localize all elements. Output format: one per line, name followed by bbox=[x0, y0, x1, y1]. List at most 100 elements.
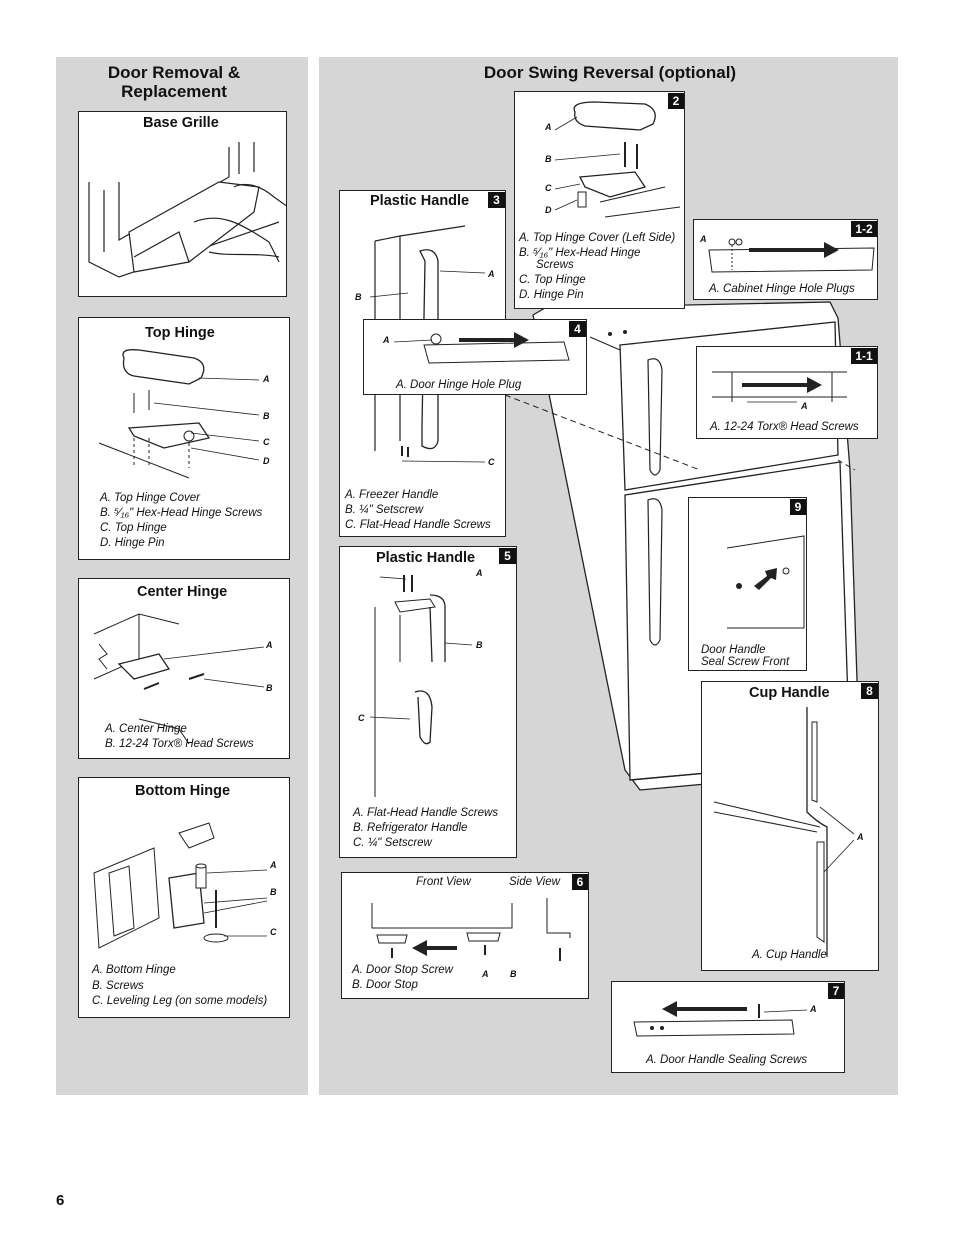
step-7-figure: 7 A A. Door Handle Sealing Screws bbox=[611, 981, 845, 1073]
step-7-caption: A. Door Handle Sealing Screws bbox=[646, 1054, 808, 1066]
center-hinge-figure: Center Hinge A B A. Center Hinge B. 12-2… bbox=[78, 578, 290, 759]
step-5-illustration bbox=[369, 575, 473, 797]
page-number: 6 bbox=[56, 1192, 65, 1209]
step-1-2-caption: A. Cabinet Hinge Hole Plugs bbox=[709, 283, 855, 295]
step-3-caption-3: C. Flat-Head Handle Screws bbox=[345, 519, 491, 531]
step-9-caption-1: Door Handle bbox=[701, 644, 766, 656]
bottom-hinge-caption-1: A. Bottom Hinge bbox=[92, 964, 176, 976]
step-2-caption-4: C. Top Hinge bbox=[519, 274, 586, 286]
step-6-figure: 6 Front View Side View A B A. Door Stop … bbox=[341, 872, 589, 999]
step-2-illustration bbox=[554, 101, 681, 218]
center-hinge-label-b: B bbox=[266, 683, 273, 693]
step-6-side-view: Side View bbox=[509, 876, 560, 888]
step-2-label-c: C bbox=[545, 183, 552, 193]
step-6-caption-2: B. Door Stop bbox=[352, 979, 418, 991]
bottom-hinge-label-b: B bbox=[270, 887, 277, 897]
step-4-caption: A. Door Hinge Hole Plug bbox=[396, 379, 522, 391]
step-6-number: 6 bbox=[572, 874, 588, 890]
step-2-label-b: B bbox=[545, 154, 552, 164]
step-5-number: 5 bbox=[499, 548, 516, 564]
base-grille-illustration bbox=[88, 142, 286, 278]
bottom-hinge-illustration bbox=[93, 822, 268, 949]
step-3-title: Plastic Handle bbox=[370, 193, 470, 209]
bottom-hinge-caption-2: B. Screws bbox=[92, 980, 144, 992]
top-hinge-label-a: A bbox=[263, 374, 270, 384]
center-hinge-label-a: A bbox=[266, 640, 273, 650]
step-1-1-illustration bbox=[712, 371, 847, 403]
step-2-caption-1: A. Top Hinge Cover (Left Side) bbox=[519, 232, 676, 244]
step-1-1-figure: 1-1 A A. 12-24 Torx® Head Screws bbox=[696, 346, 878, 439]
right-panel-title: Door Swing Reversal (optional) bbox=[483, 63, 737, 82]
step-5-label-c: C bbox=[358, 713, 365, 723]
step-1-1-caption: A. 12-24 Torx® Head Screws bbox=[710, 421, 859, 433]
top-hinge-figure: Top Hinge A B C D A. Top Hinge Cover B. … bbox=[78, 317, 290, 560]
step-7-label-a: A bbox=[810, 1004, 817, 1014]
step-8-caption: A. Cup Handle bbox=[752, 949, 827, 961]
base-grille-title: Base Grille bbox=[143, 115, 219, 131]
step-2-label-a: A bbox=[545, 122, 552, 132]
step-9-caption-2: Seal Screw Front bbox=[701, 656, 790, 668]
step-7-number: 7 bbox=[828, 983, 844, 999]
base-grille-figure: Base Grille bbox=[78, 111, 287, 297]
step-3-label-b: B bbox=[355, 292, 362, 302]
step-2-caption-3: Screws bbox=[536, 259, 574, 271]
step-3-label-c: C bbox=[488, 457, 495, 467]
step-3-label-a: A bbox=[488, 269, 495, 279]
top-hinge-illustration bbox=[98, 349, 260, 479]
step-4-figure: 4 A A. Door Hinge Hole Plug bbox=[363, 319, 587, 395]
step-2-caption-5: D. Hinge Pin bbox=[519, 289, 584, 301]
step-6-label-a: A bbox=[482, 969, 489, 979]
step-2-number: 2 bbox=[668, 93, 684, 109]
center-hinge-caption-2: B. 12-24 Torx® Head Screws bbox=[105, 738, 254, 750]
center-hinge-illustration bbox=[93, 613, 265, 745]
step-6-illustration bbox=[371, 898, 571, 961]
step-9-figure: 9 Door Handle Seal Screw Front bbox=[688, 497, 807, 671]
step-2-caption-2: B. ⁵⁄₁₆" Hex-Head Hinge bbox=[519, 247, 641, 259]
step-4-number: 4 bbox=[569, 321, 586, 337]
step-5-title: Plastic Handle bbox=[376, 550, 476, 566]
step-6-label-b: B bbox=[510, 969, 517, 979]
step-1-1-label-a: A bbox=[801, 401, 808, 411]
left-panel-title: Door Removal & Replacement bbox=[107, 63, 241, 101]
step-8-figure: Cup Handle 8 A A. Cup Handle bbox=[701, 681, 879, 971]
bottom-hinge-title: Bottom Hinge bbox=[135, 783, 231, 799]
step-6-front-view: Front View bbox=[416, 876, 471, 888]
step-1-2-figure: 1-2 A A. Cabinet Hinge Hole Plugs bbox=[693, 219, 878, 300]
step-9-illustration bbox=[726, 535, 805, 629]
bottom-hinge-caption-3: C. Leveling Leg (on some models) bbox=[92, 995, 268, 1007]
step-5-label-a: A bbox=[476, 568, 483, 578]
step-4-illustration bbox=[393, 332, 570, 364]
top-hinge-label-d: D bbox=[263, 456, 270, 466]
step-3-caption-2: B. ¼" Setscrew bbox=[345, 504, 424, 516]
step-1-1-number: 1-1 bbox=[851, 348, 877, 364]
top-hinge-label-c: C bbox=[263, 437, 270, 447]
top-hinge-label-b: B bbox=[263, 411, 270, 421]
step-5-caption-2: B. Refrigerator Handle bbox=[353, 822, 468, 834]
step-5-caption-3: C. ¼" Setscrew bbox=[353, 837, 432, 849]
step-3-number: 3 bbox=[488, 192, 505, 208]
bottom-hinge-label-a: A bbox=[270, 860, 277, 870]
step-1-2-illustration bbox=[708, 238, 875, 273]
top-hinge-caption-4: D. Hinge Pin bbox=[100, 537, 165, 549]
step-5-figure: Plastic Handle 5 A B C A. Flat-Head Hand… bbox=[339, 546, 517, 858]
step-2-label-d: D bbox=[545, 205, 552, 215]
bottom-hinge-figure: Bottom Hinge A B C A. Bottom Hinge B. Sc… bbox=[78, 777, 290, 1018]
step-8-title: Cup Handle bbox=[749, 685, 830, 701]
center-hinge-caption-1: A. Center Hinge bbox=[105, 723, 187, 735]
step-8-number: 8 bbox=[861, 683, 878, 699]
step-3-caption-1: A. Freezer Handle bbox=[345, 489, 439, 501]
step-4-label-a: A bbox=[383, 335, 390, 345]
step-8-label-a: A bbox=[857, 832, 864, 842]
top-hinge-caption-1: A. Top Hinge Cover bbox=[100, 492, 200, 504]
top-hinge-caption-2: B. ⁵⁄₁₆" Hex-Head Hinge Screws bbox=[100, 507, 263, 519]
step-1-2-label-a: A bbox=[700, 234, 707, 244]
step-9-number: 9 bbox=[790, 499, 806, 515]
step-2-figure: 2 A B C D A. Top Hinge Cover (Left Side)… bbox=[514, 91, 685, 309]
step-5-caption-1: A. Flat-Head Handle Screws bbox=[353, 807, 499, 819]
top-hinge-caption-3: C. Top Hinge bbox=[100, 522, 167, 534]
step-5-label-b: B bbox=[476, 640, 483, 650]
bottom-hinge-label-c: C bbox=[270, 927, 277, 937]
step-1-2-number: 1-2 bbox=[851, 221, 877, 237]
step-8-illustration bbox=[713, 707, 855, 957]
center-hinge-title: Center Hinge bbox=[137, 584, 228, 600]
